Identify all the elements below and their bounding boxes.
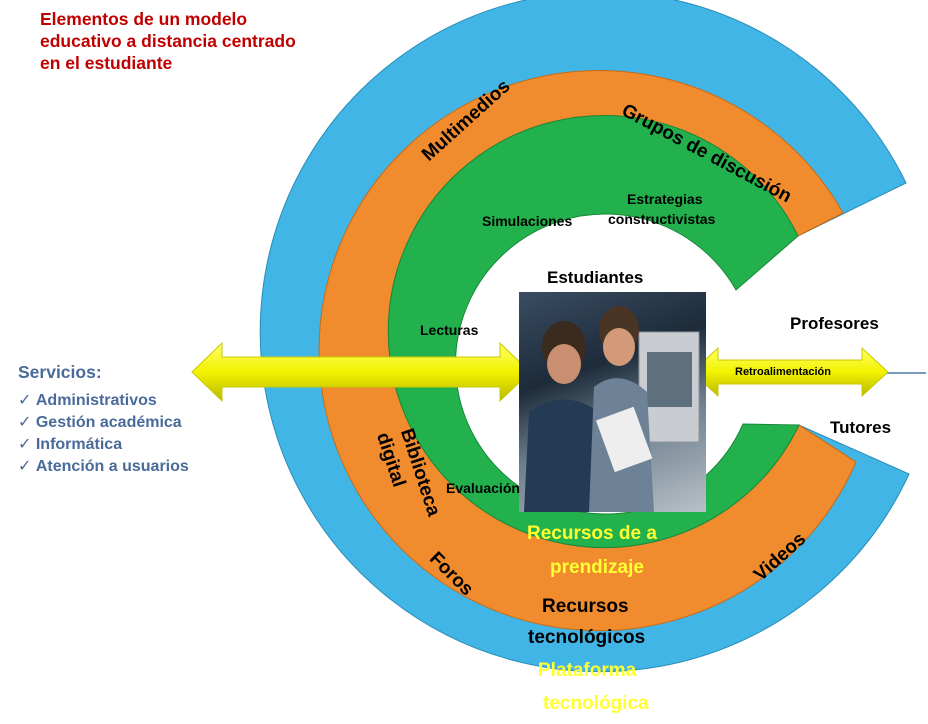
inner-item-evaluacion: Evaluación [446,480,520,496]
inner-item-estrategias: Estrategias [627,191,703,207]
inner-ring-label-line1: Recursos de a [527,523,657,544]
service-item: Gestión académica [18,412,189,434]
inner-ring-label-line2: prendizaje [550,557,644,578]
inner-item-lecturas: Lecturas [420,322,479,338]
outer-ring-label-line1: Plataforma [538,660,637,681]
middle-ring-label-line2: tecnológicos [528,627,646,648]
inner-ring [387,115,800,549]
diagram-title: Elementos de un modelo educativo a dista… [40,9,296,73]
professors-label: Profesores [790,314,879,333]
feedback-double-arrow[interactable] [691,346,889,398]
service-item: Administrativos [18,390,189,412]
center-label: Estudiantes [547,268,644,287]
inner-item-simulaciones: Simulaciones [482,213,573,229]
students-photo [519,292,706,512]
service-item: Informática [18,434,189,456]
tutors-label: Tutores [830,418,892,437]
services-list: Administrativos Gestión académica Inform… [18,390,189,478]
feedback-label: Retroalimentación [735,366,831,378]
middle-ring-label-line1: Recursos [542,596,629,617]
outer-ring-label-line2: tecnológica [543,693,649,714]
service-item: Atención a usuarios [18,456,189,478]
services-heading: Servicios: [18,362,102,382]
inner-item-constructivistas: constructivistas [608,211,716,227]
